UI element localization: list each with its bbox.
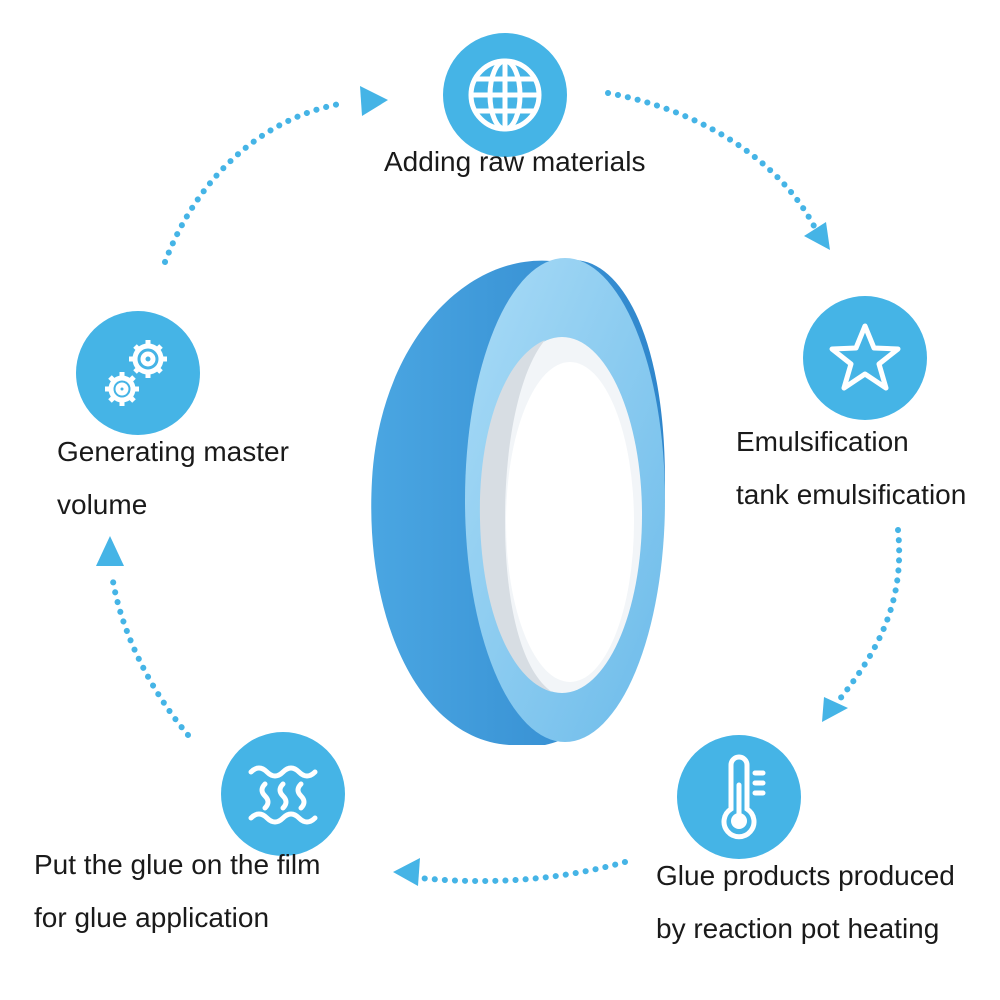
dotted-arc-right	[832, 527, 903, 708]
tape-core-shadow	[479, 340, 552, 692]
globe-icon	[468, 58, 542, 132]
star-icon	[829, 323, 901, 391]
step-3-circle	[677, 735, 801, 859]
dotted-arc-top-left	[162, 100, 348, 265]
step-5-circle	[76, 311, 200, 435]
step-5-label: Generating master volume	[57, 425, 289, 531]
thermometer-icon	[721, 754, 766, 840]
step-4-line-1: Put the glue on the film	[34, 849, 321, 880]
step-3-label: Glue products produced by reaction pot h…	[656, 849, 955, 955]
step-5-line-1: Generating master	[57, 436, 289, 467]
step-2-circle	[803, 296, 927, 420]
arrowhead-top-right	[804, 222, 830, 250]
step-2-line-1: Emulsification	[736, 426, 909, 457]
arrowhead-left	[96, 536, 124, 566]
step-1-line-1: Adding raw materials	[384, 146, 646, 177]
step-4-line-2: for glue application	[34, 902, 270, 933]
dotted-arc-left	[109, 572, 191, 738]
step-1-label: Adding raw materials	[384, 135, 645, 188]
step-1-circle	[443, 33, 567, 157]
step-3-line-2: by reaction pot heating	[656, 913, 940, 944]
tape-core-inner	[506, 362, 634, 682]
dotted-arc-bottom	[417, 859, 628, 885]
step-2-line-2: tank emulsification	[736, 479, 967, 510]
step-3-line-1: Glue products produced	[656, 860, 955, 891]
arrowhead-top-left	[360, 86, 388, 116]
gears-icon	[105, 340, 167, 406]
step-2-label: Emulsification tank emulsification	[736, 415, 966, 521]
arrowhead-right	[822, 697, 848, 722]
step-5-line-2: volume	[57, 489, 148, 520]
step-4-label: Put the glue on the film for glue applic…	[34, 838, 320, 944]
step-4-circle	[221, 732, 345, 856]
arrowhead-bottom	[393, 858, 420, 886]
heat-waves-icon	[248, 765, 318, 825]
